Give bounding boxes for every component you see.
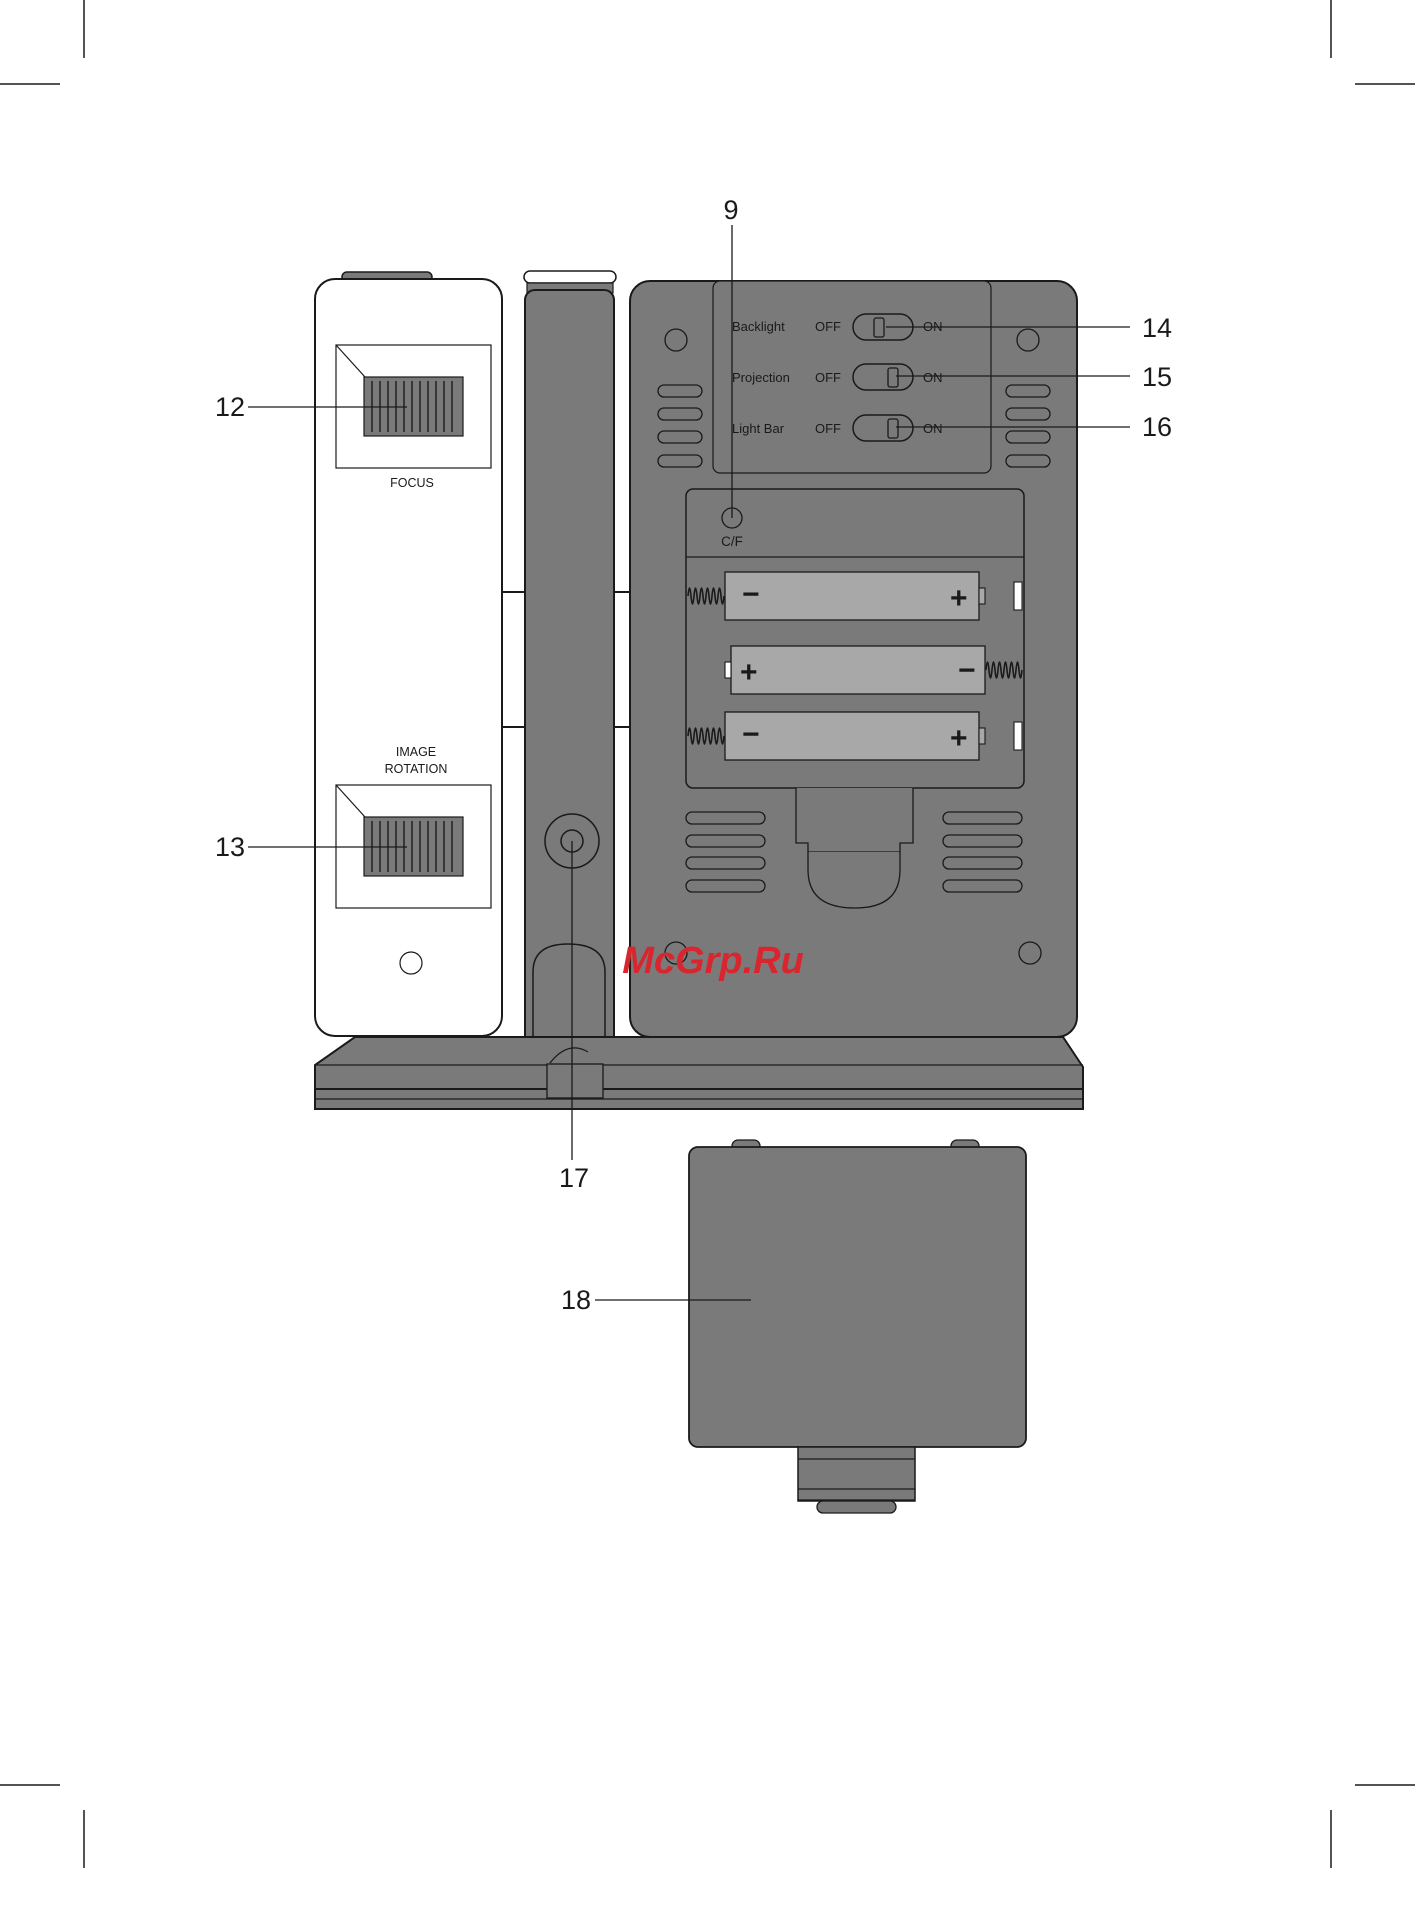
cf-label: C/F [721,534,743,549]
svg-text:OFF: OFF [815,319,841,334]
callout-13: 13 [215,832,245,862]
battery-3: − + [688,712,1022,760]
svg-text:+: + [950,722,968,755]
svg-text:+: + [950,582,968,615]
battery-2: + − [725,646,1022,694]
svg-text:Light Bar: Light Bar [732,421,785,436]
callout-17: 17 [559,1163,589,1193]
projector-stem [524,271,630,1055]
callout-15: 15 [1142,362,1172,392]
base-stand [315,1037,1083,1109]
svg-text:OFF: OFF [815,370,841,385]
svg-text:ON: ON [923,370,943,385]
battery-door[interactable] [689,1140,1026,1513]
battery-1: − + [688,572,1022,620]
svg-text:Projection: Projection [732,370,790,385]
svg-text:−: − [958,654,976,687]
projection-switch [853,364,913,390]
callout-18: 18 [561,1285,591,1315]
callout-9: 9 [723,195,738,225]
image-label: IMAGE [396,745,436,759]
callout-16: 16 [1142,412,1172,442]
light-bar-switch [853,415,913,441]
svg-text:+: + [740,656,758,689]
svg-text:−: − [742,578,760,611]
callout-14: 14 [1142,313,1172,343]
callout-12: 12 [215,392,245,422]
rotation-label: ROTATION [385,762,448,776]
svg-text:Backlight: Backlight [732,319,785,334]
svg-text:−: − [742,718,760,751]
screw-hole [400,952,422,974]
svg-text:ON: ON [923,421,943,436]
focus-label: FOCUS [390,476,434,490]
svg-text:OFF: OFF [815,421,841,436]
watermark: McGrp.Ru [622,940,804,982]
